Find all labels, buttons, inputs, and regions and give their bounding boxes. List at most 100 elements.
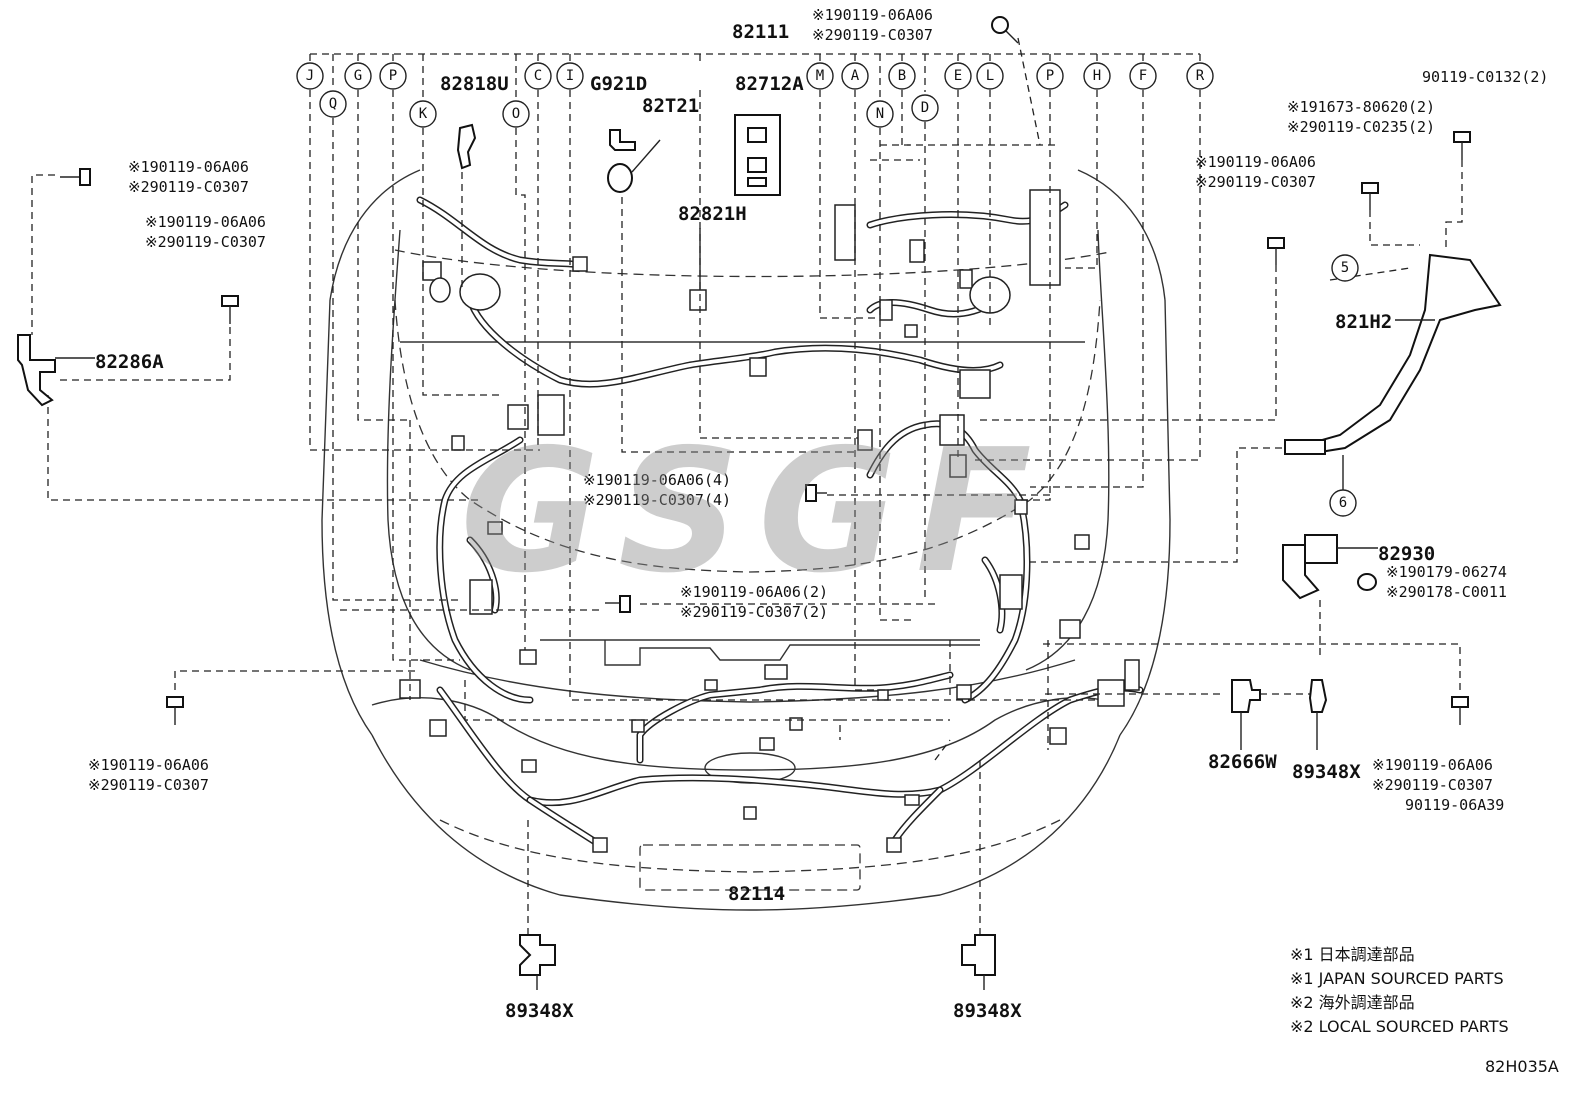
callout-circle (556, 62, 584, 90)
leader-lines (31, 37, 1463, 935)
callout-5: 5 (1331, 254, 1359, 282)
label-821H2: 821H2 (1335, 311, 1392, 333)
callout-letter: R (1196, 68, 1205, 84)
callout-circle (866, 100, 894, 128)
callout-letter: D (921, 100, 929, 116)
callout-l: L (976, 62, 1004, 90)
note-left-low-b: ※290119-C0307 (88, 776, 209, 794)
callout-circle (409, 100, 437, 128)
note-right-low-a: ※190119-06A06 (1372, 756, 1493, 774)
label-G921D: G921D (590, 73, 647, 95)
callout-letter: G (354, 68, 362, 84)
bolt-center-2 (605, 595, 631, 613)
legend-line-4: ※2 LOCAL SOURCED PARTS (1290, 1017, 1509, 1036)
callout-letter: H (1093, 68, 1101, 84)
clip-washer (1357, 573, 1377, 591)
watermark-text: GSGF (460, 413, 1050, 611)
callout-letter: F (1139, 68, 1147, 84)
label-82111: 82111 (732, 21, 789, 43)
drawing-code: 82H035A (1485, 1057, 1559, 1076)
callout-p1: P (379, 62, 407, 90)
callout-circle (344, 62, 372, 90)
note-right-3b: ※290119-C0307 (1195, 173, 1316, 191)
callout-circle (806, 62, 834, 90)
hardware (17, 16, 1502, 990)
label-89348X-right: 89348X (1292, 761, 1361, 783)
note-right-top: 90119-C0132(2) (1422, 68, 1548, 86)
note-center-4a: ※190119-06A06(4) (583, 471, 731, 489)
callout-6-label: 6 (1339, 495, 1347, 511)
callout-letter: N (876, 106, 884, 122)
bolt-center-4 (805, 484, 827, 502)
notes: ※190119-06A06 ※290119-C0307 ※190119-06A0… (88, 6, 1548, 814)
callout-letter: C (534, 68, 542, 84)
note-right-2a: ※191673-80620(2) (1287, 98, 1435, 116)
callout-circle (502, 100, 530, 128)
callout-circle (379, 62, 407, 90)
note-right-low-c: 90119-06A39 (1405, 796, 1504, 814)
callout-letter: A (851, 68, 860, 84)
label-82821H: 82821H (678, 203, 747, 225)
bolt-right-top (1453, 131, 1471, 160)
callout-circle (911, 94, 939, 122)
callout-q: Q (319, 90, 347, 118)
note-clip-b: ※290178-C0011 (1386, 583, 1507, 601)
callout-e: E (944, 62, 972, 90)
legend-line-2: ※1 JAPAN SOURCED PARTS (1290, 969, 1504, 988)
relay-82818U (456, 123, 477, 170)
callout-n: N (866, 100, 894, 128)
clip-89348X-left (519, 934, 556, 990)
callout-circle (524, 62, 552, 90)
note-top-1: ※190119-06A06 (812, 6, 933, 24)
grommet-82T21 (607, 139, 661, 193)
callout-circle (1036, 62, 1064, 90)
note-left-1a: ※190119-06A06 (128, 158, 249, 176)
callout-h: H (1083, 62, 1111, 90)
callout-5-label: 5 (1341, 260, 1349, 276)
bracket-82286A (17, 334, 56, 407)
part-labels: 82111 82818U G921D 82T21 82712A 82821H 8… (95, 21, 1435, 1022)
note-center-2b: ※290119-C0307(2) (680, 603, 828, 621)
callout-circle (888, 62, 916, 90)
bolt-left-1 (60, 168, 91, 186)
fuse-box-82712A (734, 114, 781, 196)
label-82712A: 82712A (735, 73, 804, 95)
callout-d: D (911, 94, 939, 122)
callout-c: C (524, 62, 552, 90)
callout-f: F (1129, 62, 1157, 90)
callout-letter: Q (329, 96, 337, 112)
clip-89348X-right (1308, 679, 1328, 750)
callout-circle (319, 90, 347, 118)
note-top-2: ※290119-C0307 (812, 26, 933, 44)
callout-circle (841, 62, 869, 90)
callout-a: A (841, 62, 869, 90)
label-82114: 82114 (728, 883, 785, 905)
watermark: GSGF (460, 413, 1050, 611)
label-82818U: 82818U (440, 73, 509, 95)
callout-letter: M (816, 68, 824, 84)
callout-p2: P (1036, 62, 1064, 90)
clip-82930 (1282, 534, 1338, 600)
bolt-right-2 (1361, 182, 1379, 210)
callout-letter: B (898, 68, 906, 84)
label-82666W: 82666W (1208, 751, 1277, 773)
callout-circle (1186, 62, 1214, 90)
label-82286A: 82286A (95, 351, 164, 373)
note-right-3a: ※190119-06A06 (1195, 153, 1316, 171)
label-82930: 82930 (1378, 543, 1435, 565)
callout-b: B (888, 62, 916, 90)
vehicle-body-outline (321, 169, 1171, 911)
callout-circle (1129, 62, 1157, 90)
note-left-low-a: ※190119-06A06 (88, 756, 209, 774)
callout-letter: E (954, 68, 962, 84)
legend-line-1: ※1 日本調達部品 (1290, 945, 1415, 964)
bolt-top (991, 16, 1019, 44)
callout-circle (976, 62, 1004, 90)
label-89348X-center: 89348X (953, 1000, 1022, 1022)
strap-821H2 (1284, 253, 1502, 455)
callout-circle (1083, 62, 1111, 90)
label-82T21: 82T21 (642, 95, 699, 117)
callout-letter: O (512, 106, 520, 122)
